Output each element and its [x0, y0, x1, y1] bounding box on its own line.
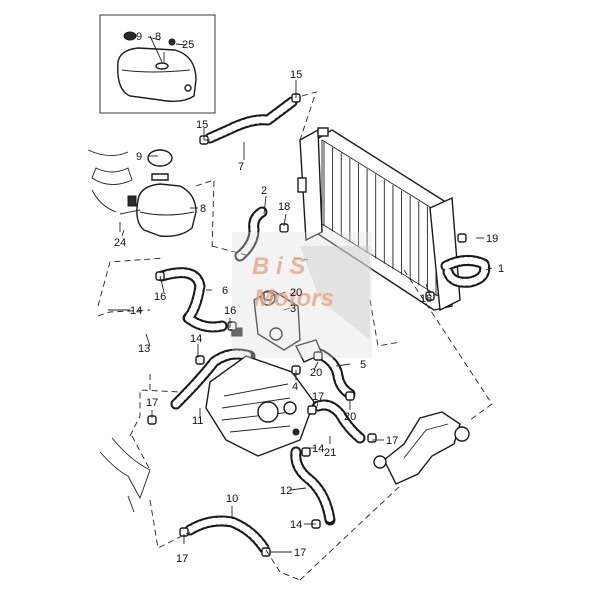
callout-20a: 20 [290, 287, 302, 299]
callout-9: 9 [136, 31, 142, 43]
watermark: B i S Motors [232, 232, 372, 358]
water-pipe [373, 411, 470, 485]
callout-5: 5 [360, 359, 366, 371]
hose-clamp [313, 351, 323, 361]
callout-17c: 17 [386, 435, 398, 447]
callout-16a: 16 [154, 291, 166, 303]
callout-20b: 20 [310, 367, 322, 379]
callout-6: 6 [222, 285, 228, 297]
callout-12: 12 [280, 485, 292, 497]
hose-clamp [307, 405, 317, 415]
watermark-line-2: Motors [254, 285, 334, 312]
callout-25: 25 [182, 39, 194, 51]
callout-16b: 16 [224, 305, 236, 317]
radiator [297, 127, 461, 312]
callout-labels: 1 2 3 4 5 6 7 8 8 9 9 10 11 12 13 14 14 … [114, 31, 504, 565]
callout-17e: 17 [294, 547, 306, 559]
callout-21: 21 [324, 447, 336, 459]
callout-18a: 18 [278, 201, 290, 213]
callout-14d: 14 [290, 519, 302, 531]
callout-14c: 14 [312, 443, 324, 455]
callout-13: 13 [138, 343, 150, 355]
callout-11: 11 [192, 415, 203, 427]
hose-clamp [345, 391, 355, 401]
watermark-line-1: B i S [252, 253, 305, 280]
callout-9b: 9 [136, 151, 142, 163]
callout-4: 4 [292, 381, 298, 393]
leader-lines [108, 36, 493, 553]
hose-clamp [367, 433, 377, 443]
callout-14a: 14 [130, 305, 142, 317]
expansion-tank [87, 149, 197, 238]
hose-clamp [457, 233, 467, 243]
callout-10: 10 [226, 493, 238, 505]
callout-24: 24 [114, 237, 126, 249]
callout-15a: 15 [290, 69, 302, 81]
callout-7: 7 [238, 161, 244, 173]
callout-17b: 17 [312, 391, 324, 403]
callout-2: 2 [261, 185, 267, 197]
callout-14b: 14 [190, 333, 202, 345]
hose-clamp [195, 355, 205, 365]
callout-8b: 8 [200, 203, 206, 215]
callout-20c: 20 [344, 411, 356, 423]
inset-detail-box [99, 14, 216, 114]
callout-17a: 17 [146, 397, 158, 409]
callout-17d: 17 [176, 553, 188, 565]
callout-19: 19 [486, 233, 498, 245]
hose-clamp [301, 447, 311, 457]
callout-15b: 15 [196, 119, 208, 131]
reference-lines [97, 91, 493, 581]
body-panel [99, 437, 151, 513]
callout-8: 8 [155, 31, 161, 43]
callout-1: 1 [498, 263, 504, 275]
callout-3: 3 [290, 303, 296, 315]
engine-block [205, 355, 315, 457]
hoses [156, 96, 491, 554]
callout-18b: 18 [420, 293, 432, 305]
